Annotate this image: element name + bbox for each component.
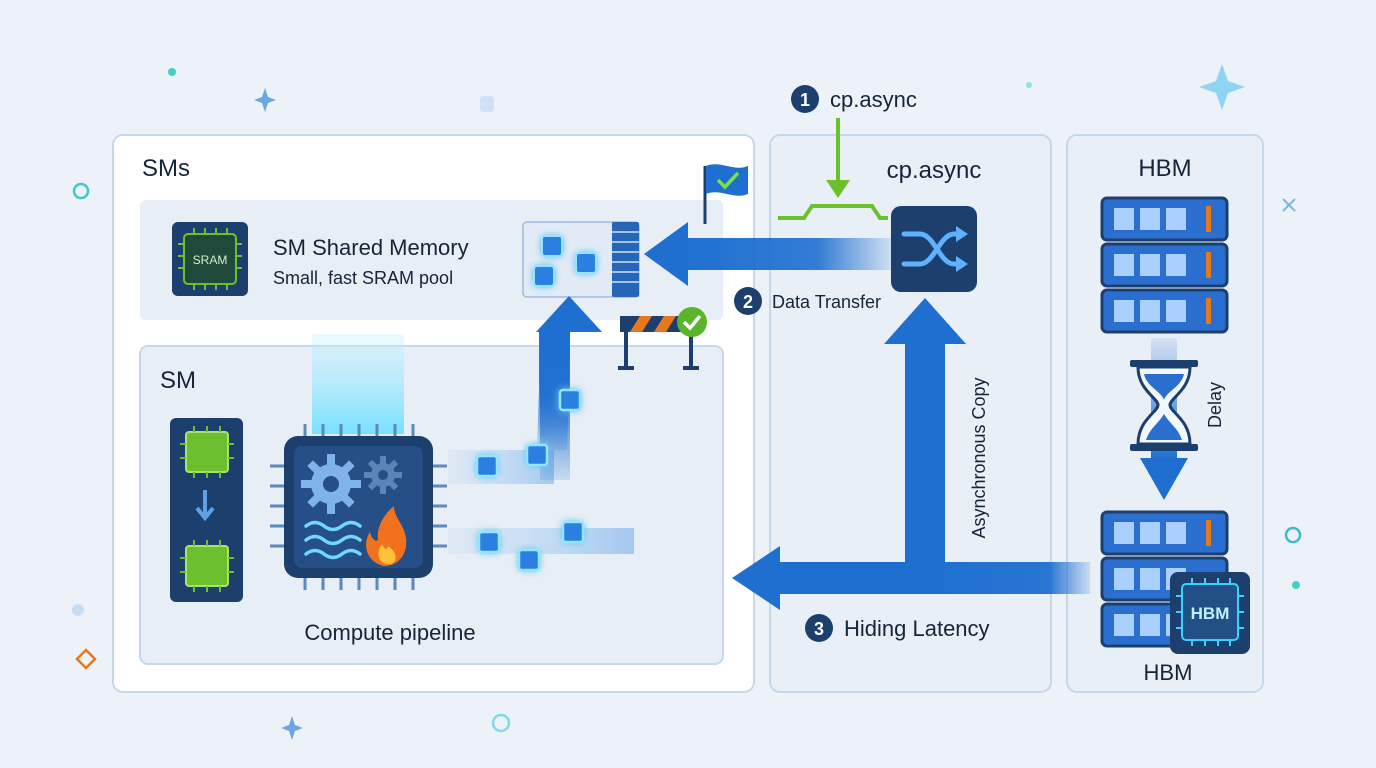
hbm-bottom-label: HBM [1144,660,1193,685]
wave-icon [304,520,362,560]
async-copy-arrow [732,298,1090,610]
hbm-title: HBM [1138,155,1191,182]
hourglass-icon [1130,360,1198,451]
chip-icon [1170,572,1250,654]
down-arrow-icon [195,490,215,522]
sms-title: SMs [142,155,190,182]
barrier-icon [618,307,707,370]
sparkle-icon [1199,64,1245,110]
chip-icon [180,426,234,478]
gear-icon [301,454,361,514]
hbm-top-stack [1100,196,1229,334]
decorations [72,64,1302,740]
step-1: 1 cp.async [791,85,917,113]
step-3-badge [805,614,833,642]
sparkle-icon [72,182,90,200]
step-3-label: Hiding Latency [844,616,990,641]
sparkle-icon [1292,581,1300,589]
sparkle-icon [1282,198,1296,212]
flag-icon [703,164,748,224]
shared-memory-subtitle: Small, fast SRAM pool [273,268,453,288]
server-icon [1100,288,1229,334]
sparkle-icon [491,713,511,733]
hbm-chip-label: HBM [1191,604,1230,623]
step-3-number: 3 [814,619,824,639]
server-icon [1100,510,1229,556]
sm-title: SM [160,367,196,394]
compute-pipeline-label: Compute pipeline [304,620,475,645]
sparkle-icon [254,88,276,112]
data-transfer-arrow [644,222,892,286]
server-icon [1100,196,1229,242]
shuffle-icon [891,206,977,292]
chip-icon [172,222,248,296]
sm-core-column [170,418,243,602]
hbm-down-arrow [1140,458,1188,500]
shared-memory-buffer [522,221,640,298]
chip-icon [180,540,234,592]
step-1-label: cp.async [830,87,917,112]
sparkle-icon [480,96,494,112]
step-2-label: Data Transfer [772,292,881,312]
step-3: 3 Hiding Latency [805,614,990,642]
sparkle-icon [1026,82,1032,88]
cp-async-trigger [778,118,888,220]
step-2-number: 2 [743,292,753,312]
cpasync-title: cp.async [887,157,982,184]
gear-icon [364,456,402,494]
async-copy-label: Asynchronous Copy [969,377,989,538]
sparkle-icon [72,604,84,616]
sram-beam [312,334,404,434]
sparkle-icon [75,648,97,670]
step-1-number: 1 [800,90,810,110]
data-trail-lower [448,528,634,554]
sparkle-icon [168,68,176,76]
server-icon [1100,242,1229,288]
sparkle-icon [1284,526,1302,544]
step-2-badge [734,287,762,315]
delay-label: Delay [1205,382,1225,428]
step-2: 2 Data Transfer [734,287,881,315]
hbm-bottom-stack [1100,510,1250,654]
sram-chip-label: SRAM [193,253,228,267]
sparkle-icon [281,716,303,740]
shared-memory-title: SM Shared Memory [273,235,469,260]
flame-icon [366,506,407,566]
data-packets [475,388,585,572]
compute-pipeline-chip [270,424,447,590]
step-1-badge [791,85,819,113]
